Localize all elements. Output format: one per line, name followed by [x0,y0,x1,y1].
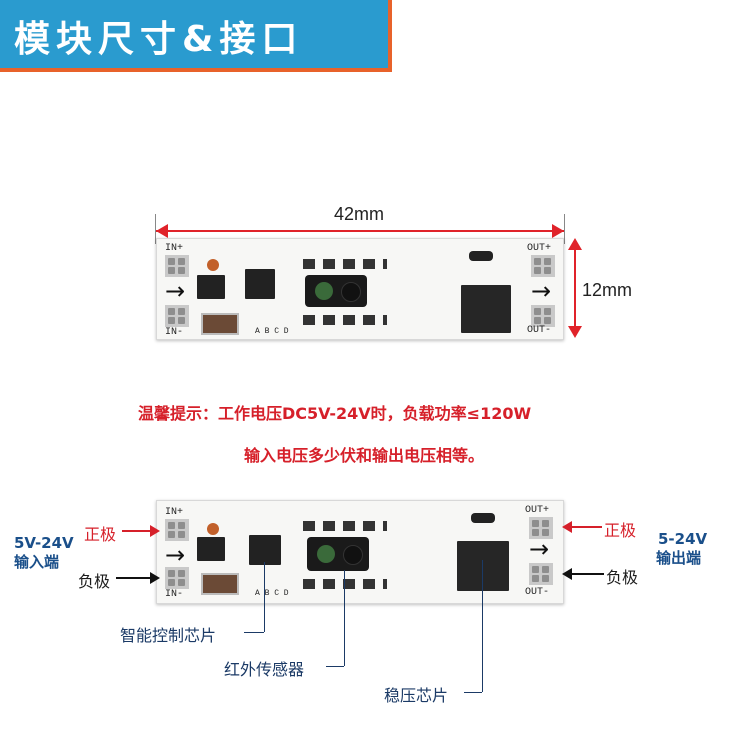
transistor-chip [197,275,225,299]
negative-right-arrowhead [562,568,572,580]
output-voltage-label: 5-24V [658,530,708,548]
pad-out-minus [531,305,555,327]
dimension-height-line [574,240,576,336]
smd-resistor-row [303,259,387,269]
arrow-in-2: → [165,541,186,569]
negative-right-pointer [572,573,604,575]
ir-sensor-label: 红外传感器 [224,660,305,679]
regulator-leader-h [464,692,482,693]
label-in-minus: IN- [165,327,184,338]
smart-control-chip-2 [249,535,281,565]
pad-out-plus [531,255,555,277]
pad-out-minus-2 [529,563,553,585]
arrow-out-2: → [529,535,550,563]
label-in-plus-2: IN+ [165,507,184,518]
label-out-minus-2: OUT- [525,587,550,598]
ir-sensor [305,275,367,307]
voltage-regulator-chip [461,285,511,333]
label-out-plus: OUT+ [527,243,552,254]
ir-sensor-leader-v [344,570,345,666]
regulator-chip-label: 稳压芯片 [384,686,449,705]
negative-right-label: 负极 [606,568,639,587]
pcb-board-bottom: IN+ → IN- A B C D OUT+ → OUT- [156,500,564,604]
led-component-2 [207,523,219,535]
input-voltage-label: 5V-24V [14,534,74,552]
dimension-width-line [156,230,564,232]
ir-emitter [315,282,333,300]
positive-left-label: 正极 [84,525,117,544]
note-line-1: 温馨提示：工作电压DC5V-24V时，负载功率≤120W [138,404,532,423]
regulator-leader-v [482,560,483,692]
input-port-label: 输入端 [14,553,60,571]
dimension-width-arrow-left [156,224,168,238]
smart-chip-leader-v [264,562,265,632]
dimension-width-arrow-right [552,224,564,238]
pcb-board-top: IN+ → IN- A B C D OUT+ → OUT- [156,238,564,340]
ir-receiver-2 [343,545,363,565]
negative-left-arrowhead [150,572,160,584]
label-out-minus: OUT- [527,325,552,336]
voltage-regulator-chip-2 [457,541,509,591]
silk-letters: A B C D [255,327,289,336]
positive-right-arrowhead [562,521,572,533]
pad-in-minus-2 [165,567,189,589]
positive-left-pointer [122,530,152,532]
smd-resistor-row-bottom [303,315,387,325]
silk-letters-2: A B C D [255,589,289,598]
negative-left-pointer [116,577,150,579]
capacitor-component [201,313,239,335]
smart-control-chip [245,269,275,299]
diode-component [469,251,493,261]
pad-in-minus [165,305,189,327]
arrow-in: → [165,277,186,305]
dimension-height-label: 12mm [582,280,633,300]
smd-resistor-row-bottom-2 [303,579,387,589]
pad-in-plus-2 [165,519,189,541]
dimension-height-arrow-bottom [568,326,582,338]
header-banner [0,0,388,68]
smart-chip-leader-h [244,632,264,633]
label-in-plus: IN+ [165,243,184,254]
dimension-width-tick-right [564,214,565,244]
label-out-plus-2: OUT+ [525,505,550,516]
diode-component-2 [471,513,495,523]
led-component [207,259,219,271]
pad-in-plus [165,255,189,277]
page-title: 模块尺寸&接口 [14,19,304,60]
smart-chip-label: 智能控制芯片 [120,626,217,645]
negative-left-label: 负极 [78,572,111,591]
dimension-height-arrow-top [568,238,582,250]
ir-sensor-leader-h [326,666,344,667]
positive-right-pointer [572,526,602,528]
output-port-label: 输出端 [656,549,702,567]
ir-emitter-2 [317,545,335,563]
arrow-out: → [531,277,552,305]
transistor-chip-2 [197,537,225,561]
note-line-2: 输入电压多少伏和输出电压相等。 [244,446,485,465]
ir-receiver [341,282,361,302]
positive-right-label: 正极 [604,521,637,540]
pad-out-plus-2 [529,517,553,539]
positive-left-arrowhead [150,525,160,537]
smd-resistor-row-2 [303,521,387,531]
capacitor-component-2 [201,573,239,595]
label-in-minus-2: IN- [165,589,184,600]
dimension-width-label: 42mm [334,204,385,224]
ir-sensor-2 [307,537,369,571]
dimension-width-tick-left [155,214,156,244]
